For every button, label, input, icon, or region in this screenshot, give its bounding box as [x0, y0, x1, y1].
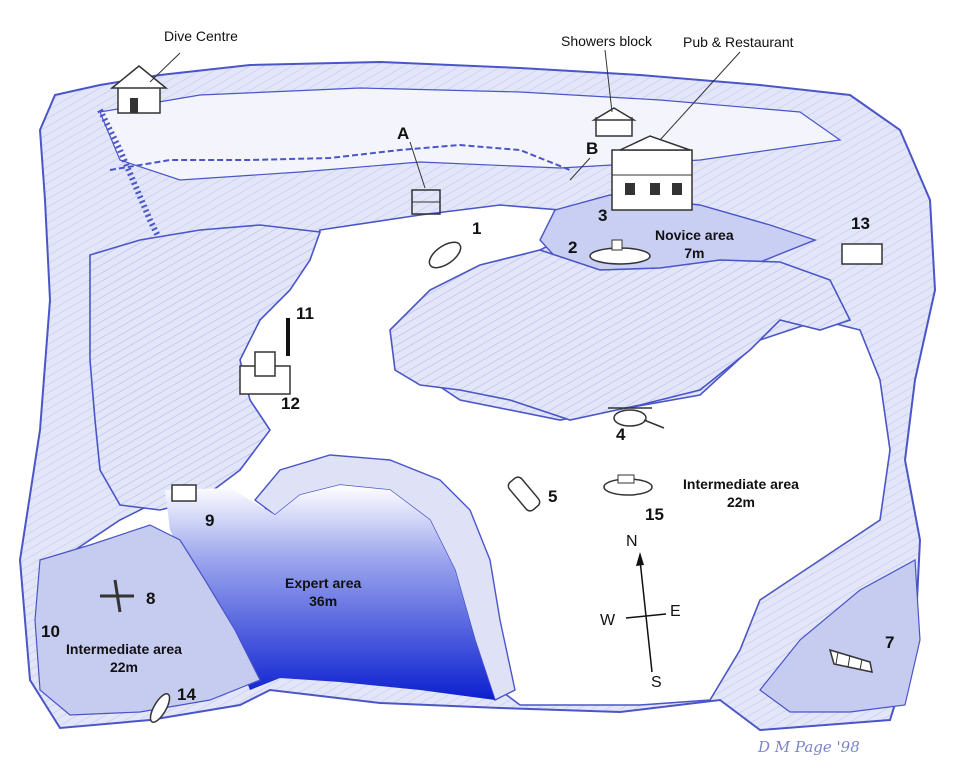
compass-north-label: N [626, 533, 638, 550]
site-2-submarine-icon [589, 239, 651, 265]
site-13-cabin-icon [841, 243, 883, 265]
intermediate-area-west-name: Intermediate area [66, 641, 182, 657]
site-15-boat-icon [603, 474, 653, 496]
site-9-label: 9 [205, 511, 215, 530]
compass-east-label: E [670, 603, 681, 620]
site-13-label: 13 [851, 214, 870, 233]
entry-b-leader [569, 157, 591, 181]
site-1-label: 1 [472, 219, 482, 238]
dive-centre-building-icon [109, 65, 169, 114]
showers-block-label: Showers block [561, 33, 653, 49]
intermediate-area-west-tint [34, 524, 261, 716]
site-7-wreck-icon [828, 648, 873, 673]
site-3-label: 3 [598, 206, 608, 225]
intermediate-area-east-depth: 22m [726, 494, 755, 510]
pub-leader [659, 51, 741, 141]
expert-area-rock-arch [253, 454, 516, 701]
left-headland-hatching [90, 225, 320, 510]
artist-signature: D M Page '98 [758, 738, 860, 756]
compass-south-label: S [651, 674, 662, 691]
novice-area-depth: 7m [684, 245, 705, 261]
expert-area-deep-water [165, 485, 495, 700]
site-2-label: 2 [568, 238, 578, 257]
showers-block-icon [591, 107, 637, 137]
site-5-van-icon [507, 476, 541, 512]
site-14-canoe-icon [149, 693, 171, 723]
novice-area-label: Novice area 7m [655, 226, 734, 262]
entry-point-b-label: B [586, 139, 599, 158]
expert-area-depth: 36m [309, 593, 338, 609]
compass-rose [625, 552, 667, 673]
novice-area-name: Novice area [655, 227, 734, 243]
site-4-helicopter-icon [608, 407, 665, 429]
site-4-label: 4 [616, 425, 626, 444]
entry-a-platform-icon [411, 189, 441, 215]
dive-centre-label: Dive Centre [164, 28, 238, 44]
intermediate-area-east-name: Intermediate area [683, 476, 799, 492]
site-8-label: 8 [146, 589, 156, 608]
showers-leader [604, 49, 613, 113]
expert-area-name: Expert area [285, 575, 362, 591]
site-14-label: 14 [177, 685, 196, 704]
site-10-label: 10 [41, 622, 60, 641]
site-9-platform-icon [171, 484, 197, 502]
site-12-label: 12 [281, 394, 300, 413]
intermediate-area-west-label: Intermediate area 22m [66, 640, 182, 676]
fence-line [109, 143, 571, 171]
site-7-label: 7 [885, 633, 895, 652]
site-1-boat-icon [428, 241, 462, 269]
pub-restaurant-label: Pub & Restaurant [683, 34, 794, 50]
site-11-label: 11 [296, 304, 314, 323]
dive-centre-leader [149, 52, 181, 83]
intermediate-area-east-label: Intermediate area 22m [683, 475, 799, 511]
site-15-label: 15 [645, 505, 664, 524]
intermediate-area-west-depth: 22m [109, 659, 138, 675]
site-8-aircraft-icon [100, 579, 134, 613]
compass-west-label: W [600, 612, 616, 629]
entry-a-leader [409, 141, 426, 189]
entry-point-a-label: A [397, 124, 410, 143]
expert-area-label: Expert area 36m [285, 574, 361, 610]
site-5-label: 5 [548, 487, 558, 506]
wreck-7-corner-tint [759, 559, 921, 713]
site-12-structure-icon [239, 351, 291, 395]
central-ridge-hatching [390, 250, 850, 420]
pub-restaurant-building-icon [611, 135, 693, 211]
